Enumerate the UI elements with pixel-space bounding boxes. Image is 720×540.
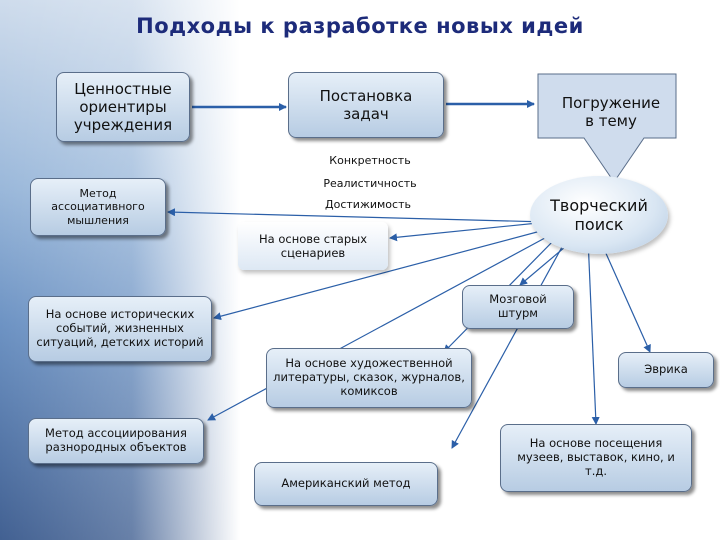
values-box: Ценностные ориентиры учреждения <box>56 72 190 142</box>
old-scenarios-label: На основе старых сценариев <box>258 232 368 260</box>
literature-box: На основе художественной литературы, ска… <box>266 348 472 408</box>
arrow-to-museums <box>587 237 600 425</box>
historic-box: На основе исторических событий, жизненны… <box>28 296 212 362</box>
immersion-label: Погружение в тему <box>561 94 661 130</box>
eureka-label: Эврика <box>644 362 688 377</box>
criteria-item: Достижимость <box>325 198 411 211</box>
arrow-to-old-scenarios <box>389 221 549 242</box>
assoc-thinking-box: Метод ассоциативного мышления <box>30 178 166 236</box>
old-scenarios-oval: На основе старых сценариев <box>238 222 388 270</box>
criteria-item: Реалистичность <box>323 177 417 190</box>
assoc-thinking-label: Метод ассоциативного мышления <box>51 187 145 227</box>
page-title: Подходы к разработке новых идей <box>136 14 584 38</box>
assoc-objects-box: Метод ассоциирования разнородных объекто… <box>28 418 204 464</box>
brainstorm-box: Мозговой штурм <box>462 285 574 329</box>
task-box: Постановка задач <box>288 72 444 138</box>
immersion-shape <box>537 73 677 183</box>
creative-search-label: Творческий поиск <box>550 196 648 234</box>
american-label: Американский метод <box>281 476 411 491</box>
arrow-to-assoc-thinking <box>167 208 549 223</box>
eureka-box: Эврика <box>618 352 714 388</box>
museums-label: На основе посещения музеев, выставок, ки… <box>517 436 675 478</box>
arrow-to-american <box>451 235 569 449</box>
historic-label: На основе исторических событий, жизненны… <box>36 307 204 349</box>
criteria-item: Конкретность <box>329 154 411 167</box>
american-box: Американский метод <box>254 462 438 506</box>
literature-label: На основе художественной литературы, ска… <box>273 356 465 398</box>
museums-box: На основе посещения музеев, выставок, ки… <box>500 424 692 492</box>
values-label: Ценностные ориентиры учреждения <box>73 80 173 134</box>
task-label: Постановка задач <box>319 87 413 123</box>
assoc-objects-label: Метод ассоциирования разнородных объекто… <box>45 426 187 454</box>
creative-search-oval: Творческий поиск <box>530 176 668 254</box>
brainstorm-label: Мозговой штурм <box>489 292 547 320</box>
arrow-to-historic <box>213 227 553 321</box>
arrow-to-eureka <box>599 239 651 353</box>
